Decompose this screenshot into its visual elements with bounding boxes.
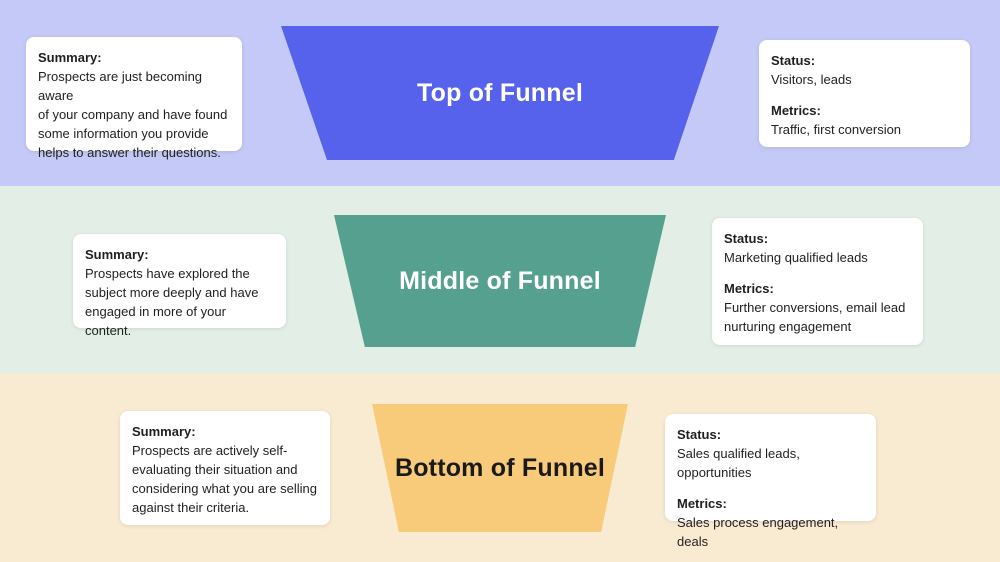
top-summary-line: of your company and have found [38, 107, 228, 122]
top-status-metrics-card: Status: Visitors, leads Metrics: Traffic… [759, 40, 970, 147]
bottom-funnel-label: Bottom of Funnel [394, 453, 606, 482]
middle-status-heading: Status: [724, 231, 769, 246]
middle-summary-line: Prospects have explored the [85, 266, 250, 281]
bottom-metrics-line: Sales process engagement, deals [677, 515, 839, 549]
middle-status-metrics-card: Status: Marketing qualified leads Metric… [712, 218, 923, 345]
top-metrics-line: Traffic, first conversion [771, 122, 902, 137]
middle-summary-heading: Summary: [85, 247, 149, 262]
top-summary-line: helps to answer their questions. [38, 145, 221, 160]
top-summary-line: some information you provide [38, 126, 209, 141]
top-summary-heading: Summary: [38, 50, 102, 65]
bottom-funnel-stage: Bottom of Funnel [372, 404, 628, 532]
top-funnel-label: Top of Funnel [417, 78, 583, 107]
bottom-summary-line: against their criteria. [132, 500, 250, 515]
middle-metrics-line: Further conversions, email lead [724, 300, 906, 315]
middle-metrics-heading: Metrics: [724, 281, 774, 296]
top-status-line: Visitors, leads [771, 72, 852, 87]
middle-metrics-line: nurturing engagement [724, 319, 852, 334]
middle-funnel-label: Middle of Funnel [399, 266, 601, 295]
top-summary-line: Prospects are just becoming aware [38, 69, 203, 103]
bottom-status-heading: Status: [677, 427, 722, 442]
bottom-summary-heading: Summary: [132, 424, 196, 439]
top-summary-card: Summary: Prospects are just becoming awa… [26, 37, 242, 160]
bottom-summary-line: Prospects are actively self- [132, 443, 288, 458]
bottom-summary-line: evaluating their situation and [132, 462, 298, 477]
top-metrics-heading: Metrics: [771, 103, 821, 118]
bottom-metrics-heading: Metrics: [677, 496, 727, 511]
bottom-status-metrics-card: Status: Sales qualified leads, opportuni… [665, 414, 876, 549]
middle-summary-line: engaged in more of your content. [85, 304, 226, 338]
middle-status-line: Marketing qualified leads [724, 250, 868, 265]
bottom-summary-line: considering what you are selling [132, 481, 317, 496]
middle-summary-line: subject more deeply and have [85, 285, 259, 300]
middle-summary-card: Summary: Prospects have explored the sub… [73, 234, 286, 338]
bottom-summary-card: Summary: Prospects are actively self- ev… [120, 411, 330, 525]
top-status-heading: Status: [771, 53, 816, 68]
middle-funnel-stage: Middle of Funnel [334, 215, 666, 347]
top-funnel-stage: Top of Funnel [281, 26, 719, 160]
bottom-status-line: Sales qualified leads, opportunities [677, 446, 800, 480]
